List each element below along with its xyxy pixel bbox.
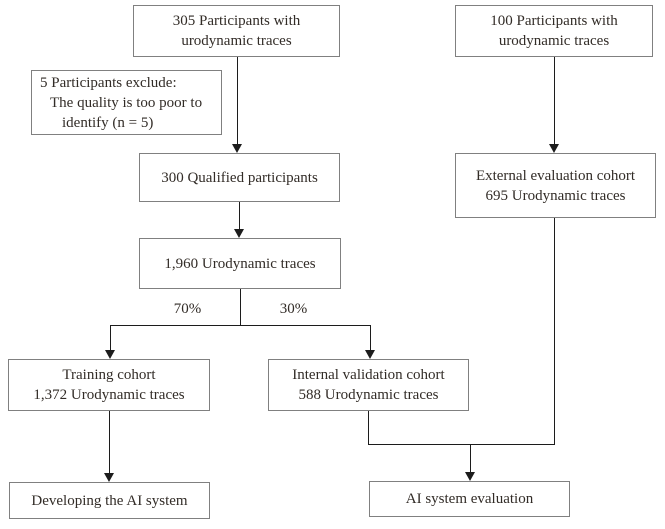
arrowhead-icon: [232, 144, 242, 153]
node-text-line: Internal validation cohort: [292, 367, 445, 383]
connector-305-to-qualified: [237, 57, 238, 145]
node-text-line: 1,960 Urodynamic traces: [164, 255, 316, 272]
label-split-70: 70%: [173, 301, 202, 317]
node-text-line: identify (n = 5): [62, 114, 154, 131]
node-internal-validation: Internal validation cohort 588 Urodynami…: [268, 359, 469, 411]
connector-qualified-to-traces: [239, 202, 240, 230]
node-ai-evaluation: AI system evaluation: [369, 481, 570, 517]
node-text-line: 5 Participants exclude:: [40, 74, 177, 91]
node-excluded: 5 Participants exclude: The quality is t…: [31, 70, 222, 135]
node-text-line: 100 Participants with: [490, 13, 618, 29]
connector-training-to-developing: [109, 411, 110, 474]
node-traces-total: 1,960 Urodynamic traces: [139, 238, 341, 289]
connector-split-to-training: [110, 325, 111, 351]
node-participants-305: 305 Participants with urodynamic traces: [133, 5, 340, 57]
arrowhead-icon: [105, 350, 115, 359]
connector-internal-to-merge: [368, 411, 369, 445]
node-text-line: 695 Urodynamic traces: [485, 187, 626, 204]
node-developing-ai: Developing the AI system: [9, 482, 210, 519]
node-text-line: AI system evaluation: [405, 491, 534, 507]
node-text-line: 305 Participants with: [172, 13, 301, 29]
node-text-line: 1,372 Urodynamic traces: [33, 387, 185, 403]
node-text-line: 588 Urodynamic traces: [298, 387, 439, 403]
node-text-line: The quality is too poor to: [50, 94, 203, 111]
connector-external-to-merge: [554, 218, 555, 445]
node-text-line: Training cohort: [62, 367, 156, 383]
node-text-line: 300 Qualified participants: [161, 169, 318, 186]
node-participants-100: 100 Participants with urodynamic traces: [455, 5, 653, 57]
arrowhead-icon: [104, 473, 114, 482]
node-text-line: urodynamic traces: [181, 33, 292, 49]
arrowhead-icon: [465, 472, 475, 481]
label-split-30: 30%: [279, 301, 308, 317]
connector-100-to-external: [554, 57, 555, 145]
connector-traces-to-split: [240, 289, 241, 326]
connector-merge-bar: [368, 444, 555, 445]
node-text-line: Developing the AI system: [31, 492, 188, 509]
connector-split-to-internal: [370, 325, 371, 351]
node-training-cohort: Training cohort 1,372 Urodynamic traces: [8, 359, 210, 411]
node-text-line: urodynamic traces: [498, 33, 610, 49]
arrowhead-icon: [234, 229, 244, 238]
node-qualified: 300 Qualified participants: [139, 153, 340, 202]
arrowhead-icon: [365, 350, 375, 359]
connector-merge-to-evaluation: [470, 444, 471, 473]
arrowhead-icon: [549, 144, 559, 153]
node-external-evaluation: External evaluation cohort 695 Urodynami…: [455, 153, 656, 218]
node-text-line: External evaluation cohort: [475, 167, 636, 184]
connector-split-bar: [110, 325, 370, 326]
